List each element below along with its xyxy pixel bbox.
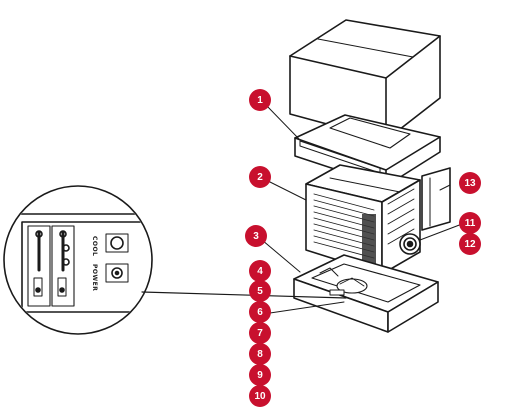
side-pad — [421, 167, 451, 231]
callout-10: 10 — [249, 385, 271, 407]
callout-8: 8 — [249, 343, 271, 365]
callout-9: 9 — [249, 364, 271, 386]
callout-2: 2 — [249, 166, 271, 188]
carton-lid — [289, 19, 441, 141]
bottom-tray — [293, 254, 439, 333]
callout-1: 1 — [249, 89, 271, 111]
callout-leaders — [261, 104, 463, 314]
callout-3: 3 — [245, 225, 267, 247]
callout-11: 11 — [459, 212, 481, 234]
callout-6: 6 — [249, 301, 271, 323]
callout-12: 12 — [459, 233, 481, 255]
cool-label: COOL — [91, 236, 98, 257]
callout-5: 5 — [249, 280, 271, 302]
top-foam-cap — [294, 114, 441, 187]
callout-4: 4 — [249, 260, 271, 282]
callout-7: 7 — [249, 322, 271, 344]
inset-leader-line — [141, 291, 347, 299]
control-panel-inset — [3, 185, 153, 335]
air-conditioner-unit — [305, 164, 421, 275]
power-label: POWER — [91, 264, 98, 292]
callout-13: 13 — [459, 172, 481, 194]
